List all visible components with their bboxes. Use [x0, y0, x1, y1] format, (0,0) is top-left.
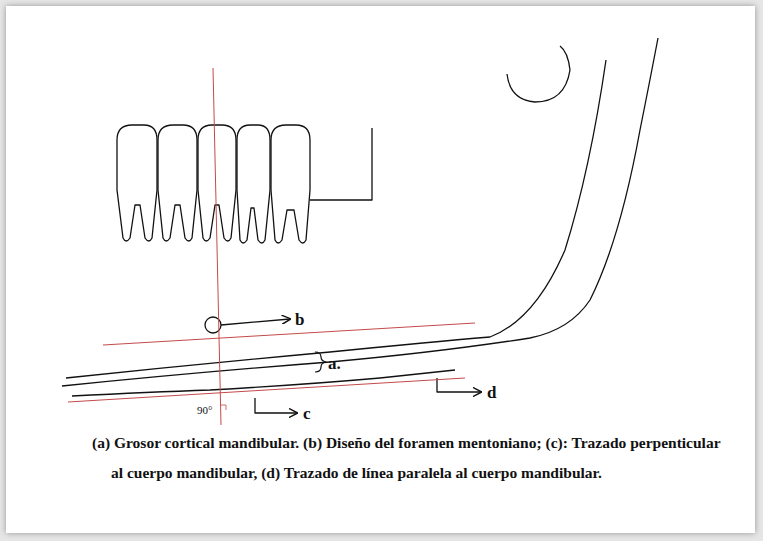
- callout-label: a.: [328, 355, 341, 372]
- callout-label: 90°: [197, 405, 212, 416]
- page-panel: [6, 6, 755, 533]
- callout-label: b: [295, 311, 304, 328]
- figure-caption: (a) Grosor cortical mandibular. (b) Dise…: [92, 428, 726, 488]
- callout-label: c: [303, 405, 311, 422]
- callout-label: d: [487, 384, 496, 401]
